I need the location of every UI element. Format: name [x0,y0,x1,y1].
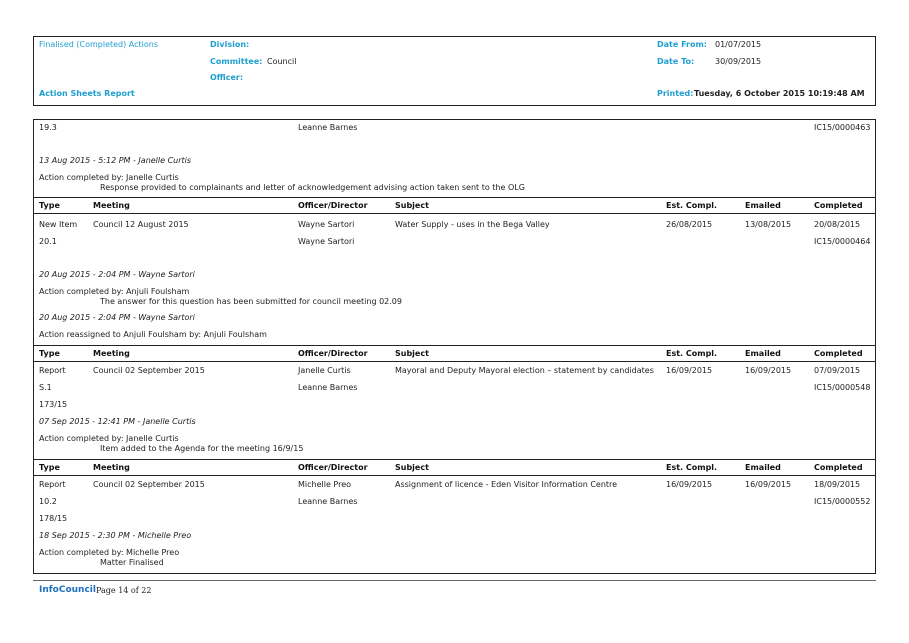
record-completed: 07/09/2015 [814,366,861,375]
col-type: Type [39,463,60,472]
printed-label: Printed: [657,89,694,98]
record-ref: IC15/0000464 [814,237,871,246]
divider [33,213,876,214]
date-to-value: 30/09/2015 [715,57,762,66]
committee-label: Committee: [210,57,263,66]
record-est: 16/09/2015 [666,366,713,375]
col-type: Type [39,349,60,358]
note-header: 20 Aug 2015 - 2:04 PM - Wayne Sartori [39,313,195,322]
col-completed: Completed [814,349,863,358]
record-type: Report [39,366,66,375]
record-director: Michelle Preo [298,480,352,489]
footer-brand: InfoCouncil [39,585,96,595]
note-text: Response provided to complainants and le… [100,183,525,192]
note-header: 20 Aug 2015 - 2:04 PM - Wayne Sartori [39,270,195,279]
note-reassigned: Action reassigned to Anjuli Foulsham by:… [39,330,267,339]
col-subject: Subject [395,349,429,358]
record-completed: 20/08/2015 [814,220,861,229]
note-completed-by: Action completed by: Michelle Preo [39,548,180,557]
record-completed: 18/09/2015 [814,480,861,489]
col-type: Type [39,201,60,210]
col-subject: Subject [395,463,429,472]
record-emailed: 16/09/2015 [745,480,792,489]
continuation-ref: IC15/0000463 [814,123,871,132]
record-meeting: Council 02 September 2015 [93,366,205,375]
note-completed-by: Action completed by: Janelle Curtis [39,173,179,182]
divider [33,361,876,362]
record-type: New Item [39,220,78,229]
record-subject: Assignment of licence - Eden Visitor Inf… [395,480,618,489]
col-est-compl: Est. Compl. [666,349,718,358]
date-to-label: Date To: [657,57,695,66]
record-subject: Water Supply - uses in the Bega Valley [395,220,550,229]
record-officer: Wayne Sartori [298,237,355,246]
note-header: 18 Sep 2015 - 2:30 PM - Michelle Preo [39,531,192,540]
continuation-item: 19.3 [39,123,57,132]
committee-value: Council [267,57,297,66]
date-from-label: Date From: [657,40,708,49]
date-from-value: 01/07/2015 [715,40,762,49]
col-completed: Completed [814,201,863,210]
record-officer: Leanne Barnes [298,383,358,392]
note-completed-by: Action completed by: Anjuli Foulsham [39,287,190,296]
record-ref: IC15/0000552 [814,497,871,506]
record-number: 173/15 [39,400,68,409]
record-meeting: Council 12 August 2015 [93,220,189,229]
record-director: Wayne Sartori [298,220,355,229]
note-text: Item added to the Agenda for the meeting… [100,444,304,453]
col-est-compl: Est. Compl. [666,463,718,472]
note-text: The answer for this question has been su… [100,297,402,306]
note-text: Matter Finalised [100,558,164,567]
col-meeting: Meeting [93,463,130,472]
divider [33,475,876,476]
report-type: Finalised (Completed) Actions [39,40,159,49]
officer-label: Officer: [210,73,244,82]
record-item: 10.2 [39,497,57,506]
printed-value: Tuesday, 6 October 2015 10:19:48 AM [694,89,865,98]
record-meeting: Council 02 September 2015 [93,480,205,489]
record-emailed: 16/09/2015 [745,366,792,375]
col-completed: Completed [814,463,863,472]
note-completed-by: Action completed by: Janelle Curtis [39,434,179,443]
continuation-officer: Leanne Barnes [298,123,358,132]
col-meeting: Meeting [93,349,130,358]
record-item: S.1 [39,383,52,392]
divider [33,197,876,198]
col-emailed: Emailed [745,201,781,210]
col-officer: Officer/Director [298,463,368,472]
record-item: 20.1 [39,237,57,246]
col-emailed: Emailed [745,349,781,358]
record-officer: Leanne Barnes [298,497,358,506]
col-subject: Subject [395,201,429,210]
divider [33,345,876,346]
divider [33,459,876,460]
division-label: Division: [210,40,250,49]
page-number: Page 14 of 22 [96,586,152,595]
record-type: Report [39,480,66,489]
col-officer: Officer/Director [298,349,368,358]
col-emailed: Emailed [745,463,781,472]
record-director: Janelle Curtis [298,366,351,375]
report-header [33,36,876,106]
record-ref: IC15/0000548 [814,383,871,392]
note-header: 13 Aug 2015 - 5:12 PM - Janelle Curtis [39,156,192,165]
footer-divider [33,580,876,581]
report-name: Action Sheets Report [39,89,135,98]
record-number: 178/15 [39,514,68,523]
col-officer: Officer/Director [298,201,368,210]
col-est-compl: Est. Compl. [666,201,718,210]
record-est: 26/08/2015 [666,220,713,229]
col-meeting: Meeting [93,201,130,210]
note-header: 07 Sep 2015 - 12:41 PM - Janelle Curtis [39,417,196,426]
record-subject: Mayoral and Deputy Mayoral election – st… [395,366,654,375]
record-est: 16/09/2015 [666,480,713,489]
record-emailed: 13/08/2015 [745,220,792,229]
actions-table [33,119,876,574]
